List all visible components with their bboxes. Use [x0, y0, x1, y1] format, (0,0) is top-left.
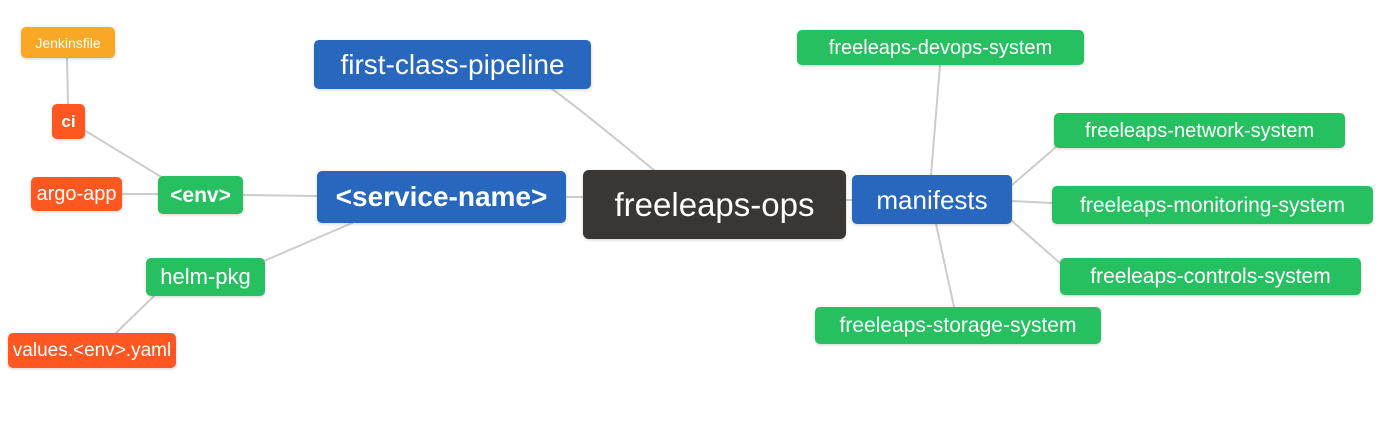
edge-manifests-devops [930, 64, 941, 176]
edge-ci-env [83, 129, 164, 179]
node-freeleaps-network-system[interactable]: freeleaps-network-system [1054, 113, 1345, 148]
node-env[interactable]: <env> [158, 176, 243, 214]
node-service-name[interactable]: <service-name> [317, 171, 566, 223]
node-freeleaps-ops-root[interactable]: freeleaps-ops [583, 170, 846, 239]
node-argo-app[interactable]: argo-app [31, 177, 122, 211]
node-first-class-pipeline[interactable]: first-class-pipeline [314, 40, 591, 89]
edge-manifests-monitoring [1011, 200, 1053, 204]
edge-jenkinsfile-ci [66, 57, 69, 105]
node-values-env-yaml[interactable]: values.<env>.yaml [8, 333, 176, 368]
edge-env-servicename [242, 194, 318, 197]
edge-manifests-storage [935, 223, 955, 308]
edge-helmpkg-values [115, 295, 155, 334]
edge-servicename-helmpkg [263, 222, 353, 262]
node-jenkinsfile[interactable]: Jenkinsfile [21, 27, 115, 58]
node-freeleaps-devops-system[interactable]: freeleaps-devops-system [797, 30, 1084, 65]
edge-manifests-controls [1011, 220, 1061, 264]
node-freeleaps-controls-system[interactable]: freeleaps-controls-system [1060, 258, 1361, 295]
node-freeleaps-monitoring-system[interactable]: freeleaps-monitoring-system [1052, 186, 1373, 224]
node-manifests[interactable]: manifests [852, 175, 1012, 224]
edge-manifests-network [1011, 146, 1057, 186]
node-helm-pkg[interactable]: helm-pkg [146, 258, 265, 296]
edge-pipeline-ops [551, 88, 656, 172]
node-freeleaps-storage-system[interactable]: freeleaps-storage-system [815, 307, 1101, 344]
node-ci[interactable]: ci [52, 104, 85, 139]
